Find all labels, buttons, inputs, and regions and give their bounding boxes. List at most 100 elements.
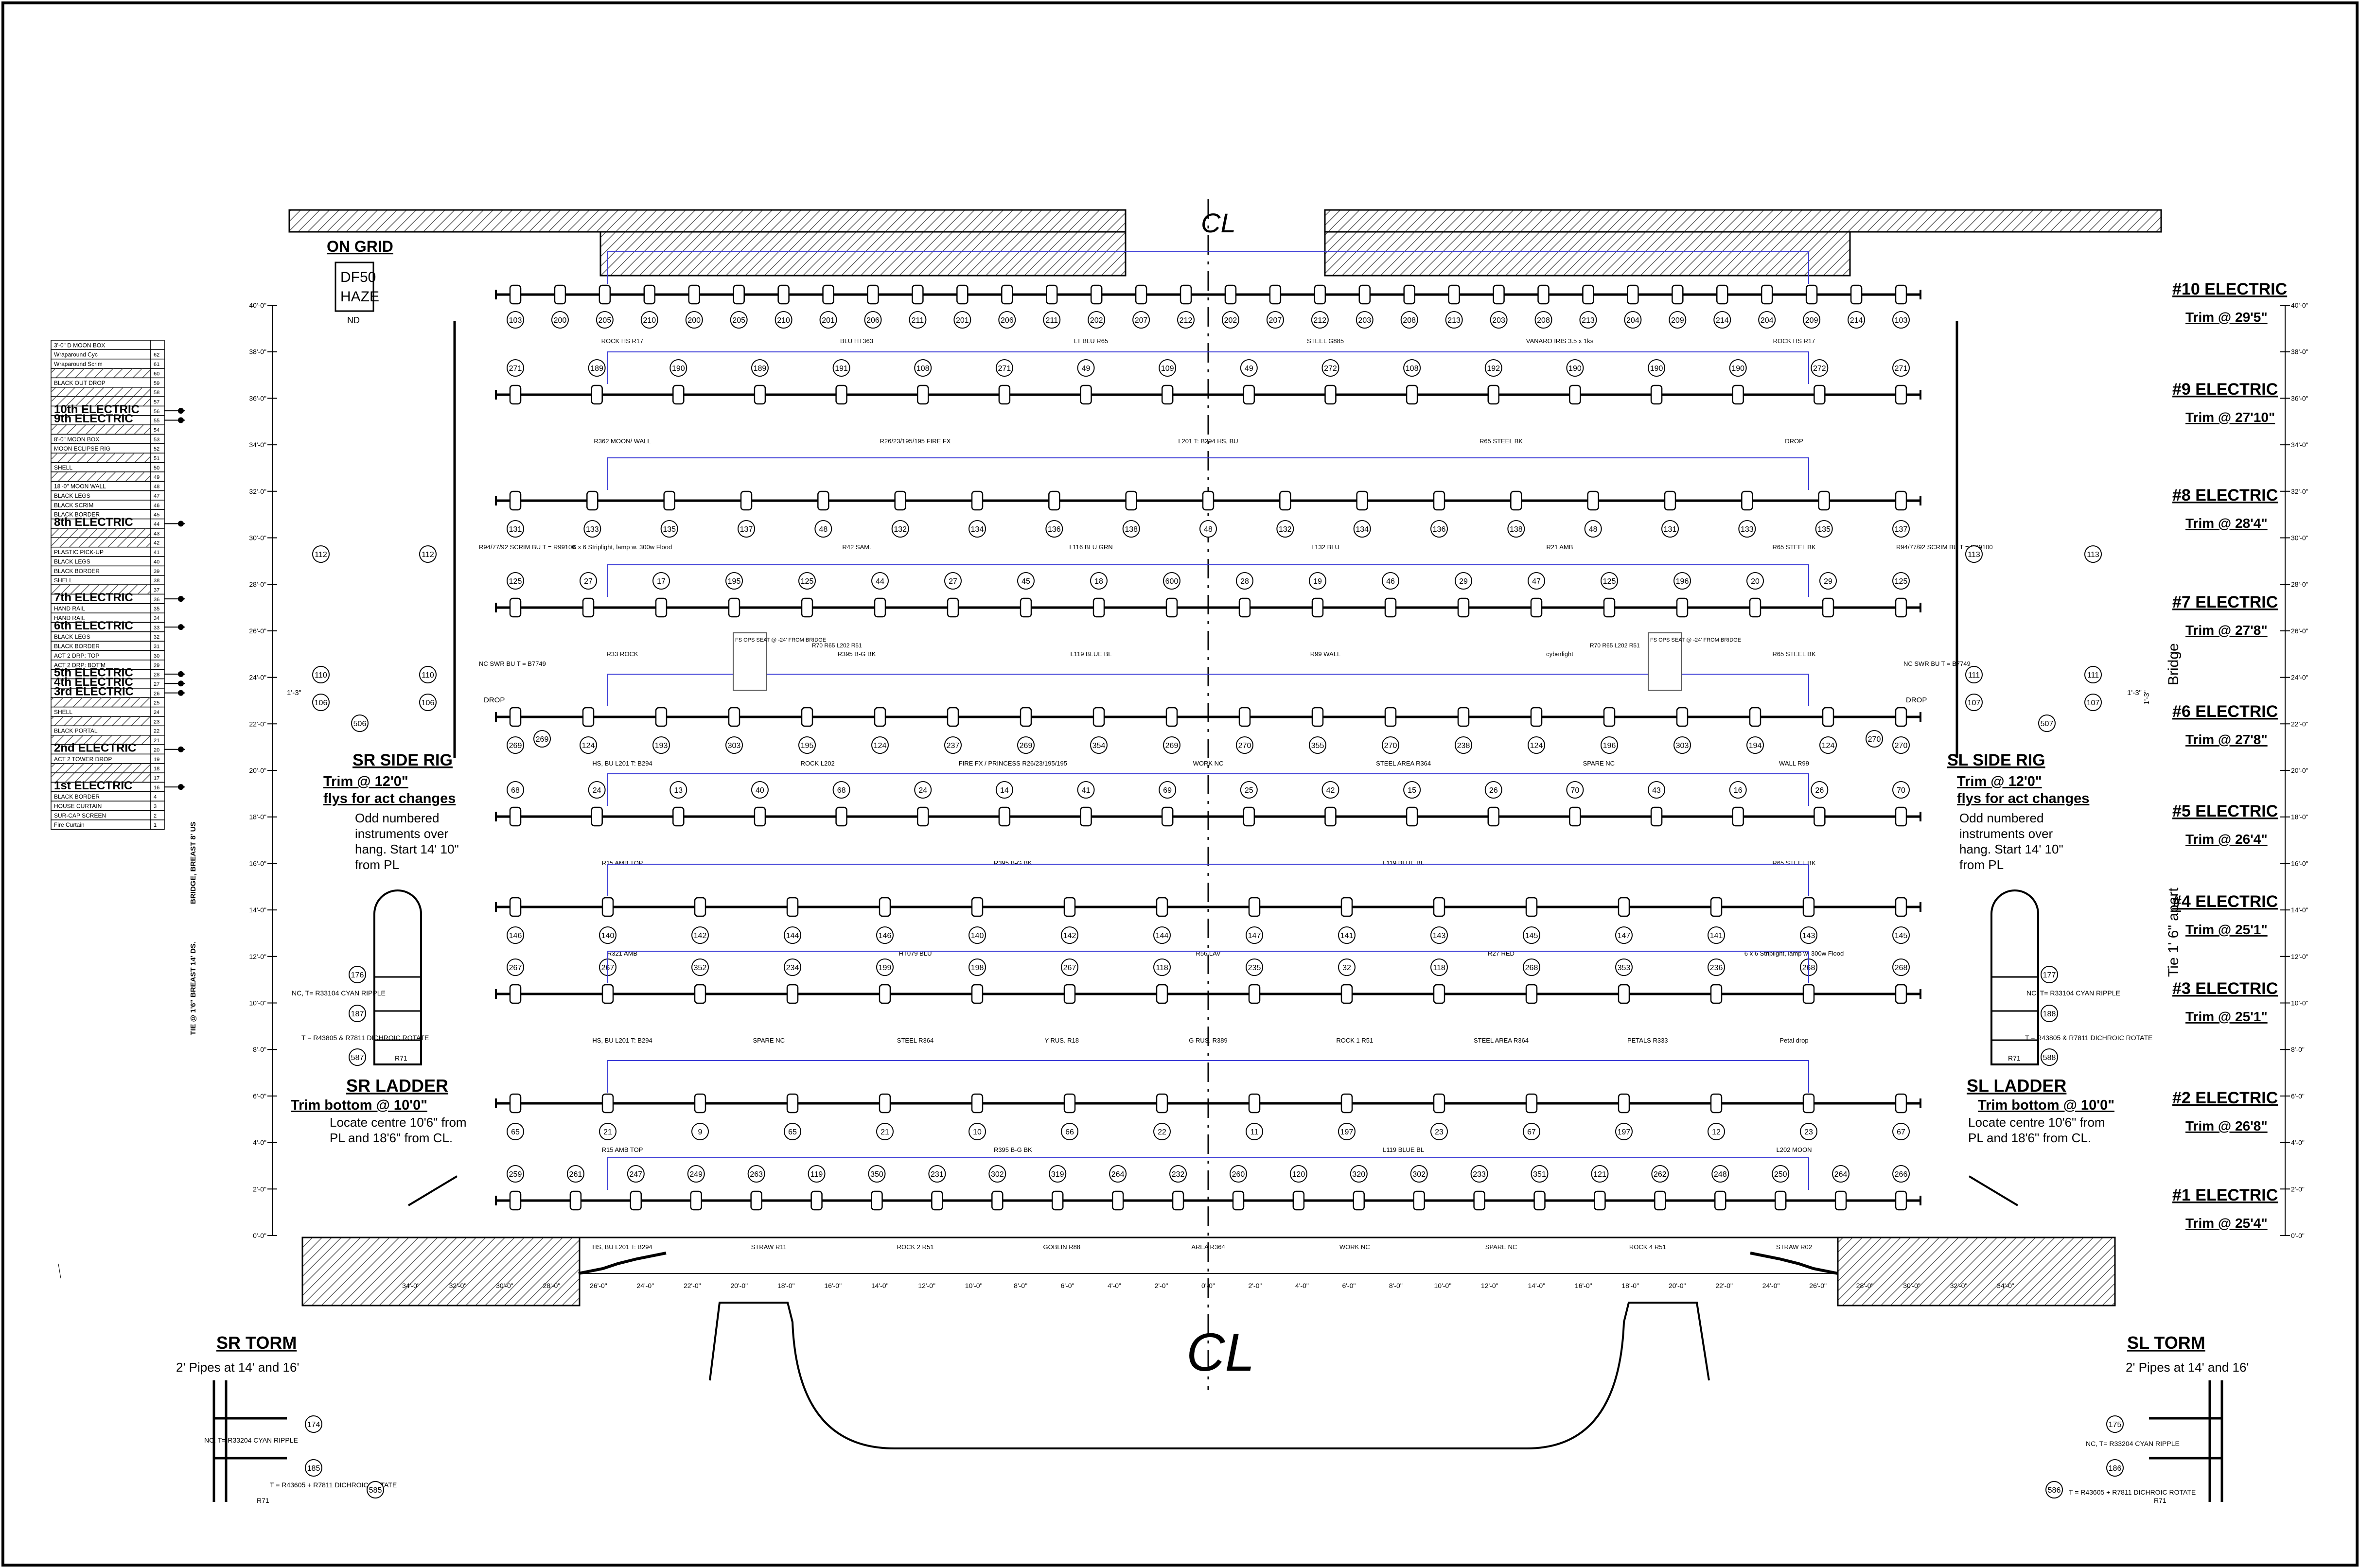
fixture-body <box>1895 1093 1907 1114</box>
sl-side-rig-unit: 507 <box>2038 714 2056 732</box>
sr-side-rig-unit: 506 <box>351 714 369 732</box>
sr-side-rig-unit: 110 <box>312 666 330 683</box>
circuit-bracket <box>607 951 1809 983</box>
unit-number: 44 <box>876 577 884 586</box>
haze-unit-box <box>335 261 374 312</box>
unit-number-tag <box>969 1123 986 1140</box>
scale-tick-label: 16'-0" <box>249 859 266 867</box>
line-set-label: SHELL <box>54 577 72 584</box>
fixture-note: DROP <box>1785 437 1803 445</box>
fixture-body <box>1525 1093 1538 1114</box>
unit-number: 209 <box>1805 316 1818 325</box>
unit-number-tag <box>1430 520 1448 538</box>
unit-number: 213 <box>1582 316 1595 325</box>
svg-text:106: 106 <box>422 699 435 707</box>
unit-number: 146 <box>879 932 892 940</box>
unit-number-tag <box>1531 1165 1549 1183</box>
unit-number: 17 <box>657 577 666 586</box>
svg-text:588: 588 <box>2043 1054 2056 1062</box>
fixture-body <box>1433 1093 1445 1114</box>
unit-number: 26 <box>1489 786 1498 795</box>
fixture-note: STEEL AREA R364 <box>1474 1037 1529 1044</box>
width-tick-label: 34'-0" <box>402 1282 420 1289</box>
unit-number: 205 <box>599 316 612 325</box>
fixture-body <box>1324 806 1337 827</box>
line-set-label: PLASTIC PICK-UP <box>54 549 104 556</box>
fixture-body <box>1340 897 1353 917</box>
unit-number-tag <box>747 1165 765 1183</box>
unit-number-tag <box>808 1165 826 1183</box>
fixture-body <box>1834 1190 1847 1211</box>
fixture: 266 <box>1892 1165 1910 1211</box>
unit-number-tag <box>1338 958 1356 976</box>
svg-text:106: 106 <box>315 699 328 707</box>
fixture: 70 <box>1566 781 1584 827</box>
unit-number: 350 <box>870 1170 883 1179</box>
unit-number: 212 <box>1313 316 1326 325</box>
unit-number: 191 <box>835 365 848 373</box>
unit-number-tag <box>1523 1123 1540 1140</box>
unit-number-tag <box>1061 958 1078 976</box>
fixture: 270 <box>1236 707 1253 754</box>
fixture: 65 <box>784 1093 801 1140</box>
fixture-note: Petal drop <box>1779 1037 1808 1044</box>
unit-number-tag <box>1350 1165 1368 1183</box>
unit-number: 208 <box>1403 316 1416 325</box>
fixture-note: Y RUS. R18 <box>1044 1037 1079 1044</box>
line-set-number: 43 <box>154 531 159 537</box>
circuit-bracket <box>607 251 1809 284</box>
unit-number: 268 <box>1525 964 1538 972</box>
unit-number: 200 <box>687 316 701 325</box>
sr-side-rig-trim: Trim @ 12'0" <box>323 774 408 789</box>
sl-side-rig-trim: Trim @ 12'0" <box>1957 774 2042 789</box>
scale-tick-label: 2'-0" <box>2291 1185 2305 1193</box>
fixture-body <box>912 284 924 305</box>
fixture: 194 <box>1746 707 1764 754</box>
sl-torm-unit: 186 <box>2106 1459 2124 1477</box>
fixture: 140 <box>969 897 986 944</box>
unit-number-tag <box>1708 1123 1725 1140</box>
unit-number-tag <box>1090 736 1108 754</box>
unit-number-tag <box>1169 1165 1187 1183</box>
width-tick-label: 12'-0" <box>1481 1282 1498 1289</box>
fixture: 271 <box>1892 359 1910 405</box>
fixture: 195 <box>798 707 816 754</box>
sl-ladder-unit: 177 <box>2041 966 2058 983</box>
svg-text:188: 188 <box>2043 1010 2056 1018</box>
fixture: 24 <box>914 781 932 827</box>
fixture: 264 <box>1832 1165 1850 1211</box>
fixture-body <box>871 1190 883 1211</box>
unit-number: 208 <box>1537 316 1550 325</box>
unit-number: 32 <box>1342 964 1351 972</box>
svg-text:270: 270 <box>1868 735 1881 744</box>
fixture-body <box>786 1093 799 1114</box>
fixture: 135 <box>1815 490 1833 538</box>
unit-number-tag <box>1615 926 1633 944</box>
unit-number: 260 <box>1232 1170 1245 1179</box>
fixture: 124 <box>1819 707 1837 754</box>
fixture-note: L119 BLUE BL <box>1383 859 1424 867</box>
fixture-body <box>1676 707 1689 727</box>
fixture: 68 <box>832 781 850 827</box>
unit-number: 194 <box>1749 742 1762 750</box>
sr-side-rig-note4: from PL <box>355 857 399 872</box>
svg-text:269: 269 <box>536 735 549 744</box>
fixture-note: R362 MOON/ WALL <box>594 437 651 445</box>
width-tick-label: 18'-0" <box>1621 1282 1639 1289</box>
unit-number: 42 <box>1326 786 1335 795</box>
fixture: 247 <box>627 1165 645 1211</box>
unit-number: 46 <box>1386 577 1395 586</box>
unit-number-tag <box>1276 520 1294 538</box>
sl-side-rig-note2: instruments over <box>1959 826 2053 841</box>
line-set-number: 26 <box>154 691 159 697</box>
line-set-number: 51 <box>154 456 159 462</box>
unit-number-tag <box>1061 926 1078 944</box>
line-set-label: BLACK BORDER <box>54 568 100 575</box>
fixture-note: L132 BLU <box>1311 543 1339 551</box>
fixture: 196 <box>1673 572 1691 618</box>
fixture: 210 <box>640 284 658 329</box>
fixture-note: HS, BU L201 T: B294 <box>592 1037 652 1044</box>
